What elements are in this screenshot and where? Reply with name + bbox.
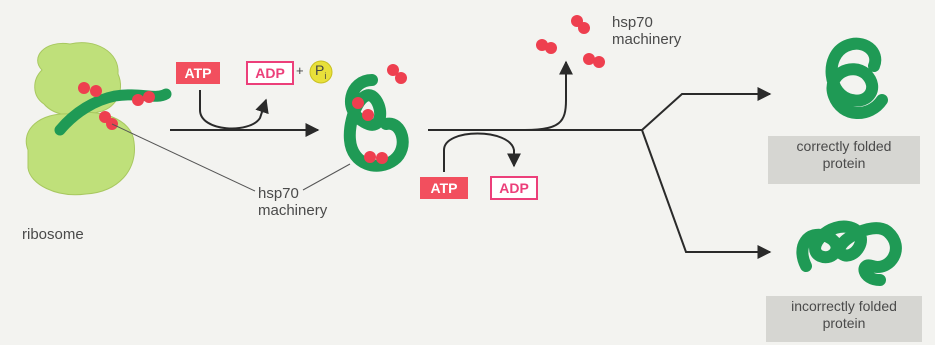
phosphate-letter: P: [315, 62, 324, 78]
release-curve: [525, 62, 566, 130]
machinery-label-bottom: machinery: [258, 202, 327, 219]
adp-box-right: ADP: [490, 176, 538, 200]
incorrect-label-line2: protein: [766, 315, 922, 332]
incorrectly-folded-protein: [802, 227, 896, 280]
atp-box-left: ATP: [176, 62, 220, 84]
machinery-label-top: machinery: [612, 31, 681, 48]
phosphate-label: Pi: [315, 62, 326, 81]
correct-label-line2: protein: [768, 155, 920, 172]
plus-sign: +: [296, 63, 304, 78]
adp-box-left: ADP: [246, 61, 294, 85]
ribosome-shape: [26, 43, 134, 195]
incorrect-label-line1: incorrectly folded: [766, 298, 922, 315]
correctly-folded-label-box: correctly folded protein: [768, 136, 920, 184]
incorrectly-folded-label-box: incorrectly folded protein: [766, 296, 922, 342]
hsp70-label-top: hsp70: [612, 14, 653, 31]
folding-protein: [350, 80, 403, 166]
phosphate-subscript: i: [324, 71, 326, 81]
correctly-folded-protein: [832, 44, 882, 113]
hsp70-label-bottom: hsp70: [258, 185, 299, 202]
correct-label-line1: correctly folded: [768, 138, 920, 155]
atp-curve-right: [444, 134, 514, 173]
released-hsp70: [536, 15, 605, 68]
ribosome-label: ribosome: [22, 226, 84, 243]
branch-arrow-correct: [642, 94, 770, 130]
branch-arrow-incorrect: [642, 130, 770, 252]
atp-curve-left: [200, 90, 266, 128]
pointer-line-right: [303, 164, 350, 190]
atp-box-right: ATP: [420, 177, 468, 199]
